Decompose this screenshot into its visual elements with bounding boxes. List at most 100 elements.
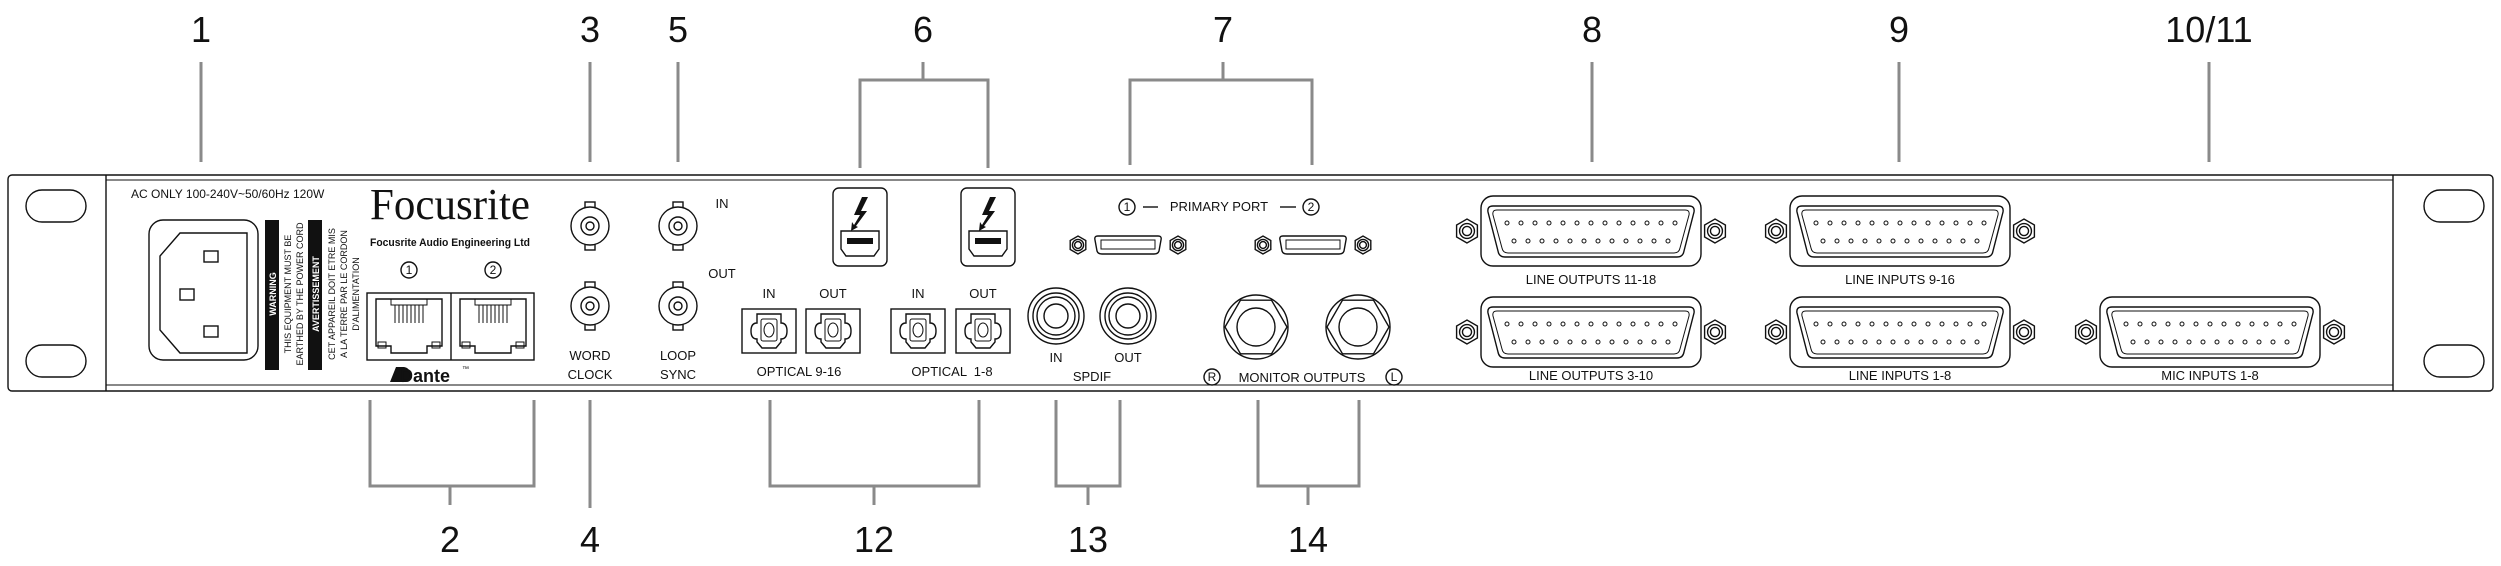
- loop-sync-out-bnc[interactable]: [658, 281, 698, 331]
- bnc-body: [658, 286, 698, 326]
- spdif-in-label: IN: [1050, 350, 1063, 365]
- line-outputs-11-18-connector[interactable]: [1455, 195, 1727, 267]
- monitor-output-right-jack[interactable]: [1223, 294, 1289, 360]
- dsub-d-shape: [1796, 306, 2004, 359]
- dante-section: 1 2 Dante ™: [366, 261, 535, 386]
- rca-center: [1043, 303, 1069, 329]
- warning-title: WARNING: [268, 272, 278, 316]
- dsub-pin: [1848, 238, 1854, 244]
- screw-hole: [1709, 326, 1721, 338]
- hex-screw-icon: [1254, 235, 1272, 255]
- dsub-pin: [2291, 321, 2297, 327]
- screw-ring: [2015, 222, 2033, 240]
- optical-9-16-in-port[interactable]: [741, 308, 797, 354]
- dsub-pin: [1672, 220, 1678, 226]
- dsub-pin: [1967, 321, 1973, 327]
- dsub-pin: [1869, 220, 1875, 226]
- dsub-shell: [1480, 195, 1702, 267]
- chassis: [7, 174, 2494, 392]
- mic-inputs-1-8-label: MIC INPUTS 1-8: [2161, 368, 2259, 383]
- spdif-out-port[interactable]: [1099, 287, 1157, 345]
- dsub-pin: [1960, 238, 1966, 244]
- bnc-ring: [668, 296, 688, 316]
- dsub-pin: [2277, 321, 2283, 327]
- dsub-pin: [1974, 238, 1980, 244]
- dsub-inner: [1492, 310, 1690, 355]
- dsub-pin: [1672, 321, 1678, 327]
- dsub-pin: [1897, 321, 1903, 327]
- dsub-pin: [1658, 220, 1664, 226]
- line-inputs-1-8-connector[interactable]: [1764, 296, 2036, 368]
- primary-port-connector-2[interactable]: [1254, 235, 1372, 255]
- dsub-pin: [2235, 321, 2241, 327]
- monitor-output-left-jack[interactable]: [1325, 294, 1391, 360]
- dsub-pin: [1841, 321, 1847, 327]
- dsub-pin: [1602, 321, 1608, 327]
- dsub-inner: [1801, 209, 1999, 254]
- rj45-led: [515, 341, 525, 349]
- screw-hole: [1173, 240, 1183, 250]
- thunderbolt-port-2[interactable]: [960, 187, 1016, 267]
- loop-sync-in-bnc[interactable]: [658, 201, 698, 251]
- avertissement-line-2: A LA TERRE PAR LE CORDON: [339, 230, 349, 358]
- monitor-section: R MONITOR OUTPUTS L: [1203, 294, 1403, 386]
- screw-ring: [2015, 323, 2033, 341]
- hex-screw-icon: [1455, 319, 1479, 345]
- avertissement-line-1: CET APPAREIL DOIT ETRE MIS: [327, 228, 337, 360]
- dsub-pin: [2144, 339, 2150, 345]
- bnc-pin: [673, 221, 683, 231]
- dsub-pin: [1665, 238, 1671, 244]
- rca-outer: [1099, 287, 1157, 345]
- mini-displayport-contacts: [975, 238, 1001, 244]
- dsub-pin: [2200, 339, 2206, 345]
- dsub-pin: [1813, 220, 1819, 226]
- optical-1-8-in-port[interactable]: [890, 308, 946, 354]
- dsub-pin: [1616, 220, 1622, 226]
- callouts-top: 1 3 5 6 7 8 9 10/11: [191, 9, 2253, 168]
- word-clock-label-1: WORD: [569, 348, 610, 363]
- optical-9-16-out-port[interactable]: [805, 308, 861, 354]
- dsub-pin: [1630, 321, 1636, 327]
- avertissement-title: AVERTISSEMENT: [311, 256, 321, 332]
- dsub-pin: [1820, 339, 1826, 345]
- optical-1-8-out-port[interactable]: [955, 308, 1011, 354]
- rj45-port-2[interactable]: [459, 298, 527, 354]
- primary-port-connector-1[interactable]: [1069, 235, 1187, 255]
- rack-slot-top-left: [25, 189, 87, 223]
- optical-socket: [899, 313, 937, 349]
- line-outputs-3-10-connector[interactable]: [1455, 296, 1727, 368]
- spdif-in-port[interactable]: [1027, 287, 1085, 345]
- dsub-pin: [1967, 220, 1973, 226]
- optical-lens: [912, 322, 924, 338]
- jack-hole: [1338, 307, 1378, 347]
- dsub-d-shape: [2106, 306, 2314, 359]
- dsub-pin: [2179, 321, 2185, 327]
- rj45-port-1[interactable]: [375, 298, 443, 354]
- hex-screw-icon: [2322, 319, 2346, 345]
- dsub-pin: [2165, 321, 2171, 327]
- dsub-pin: [1651, 339, 1657, 345]
- line-inputs-9-16-connector[interactable]: [1764, 195, 2036, 267]
- dsub-pin: [1841, 220, 1847, 226]
- dsub-pin: [1820, 238, 1826, 244]
- callout-12: 12: [854, 519, 894, 560]
- thunderbolt-port-1[interactable]: [832, 187, 888, 267]
- dsub-pin: [2193, 321, 2199, 327]
- bnc-pin: [673, 301, 683, 311]
- screw-hole: [2328, 326, 2340, 338]
- dsub-pin: [1869, 321, 1875, 327]
- rca-body: [1036, 296, 1076, 336]
- dsub-pin: [1911, 321, 1917, 327]
- thunderbolt-icon: [851, 197, 868, 231]
- word-clock-in-bnc[interactable]: [570, 201, 610, 251]
- dsub-pin: [2214, 339, 2220, 345]
- hex-screw-icon: [1764, 319, 1788, 345]
- mic-inputs-1-8-connector[interactable]: [2074, 296, 2346, 368]
- port-number-circle-1: [400, 261, 418, 279]
- optical-lens: [827, 322, 839, 338]
- dsub-pin: [1918, 339, 1924, 345]
- word-clock-out-bnc[interactable]: [570, 281, 610, 331]
- line-inputs-9-16-label: LINE INPUTS 9-16: [1845, 272, 1955, 287]
- dsub-pin: [1890, 238, 1896, 244]
